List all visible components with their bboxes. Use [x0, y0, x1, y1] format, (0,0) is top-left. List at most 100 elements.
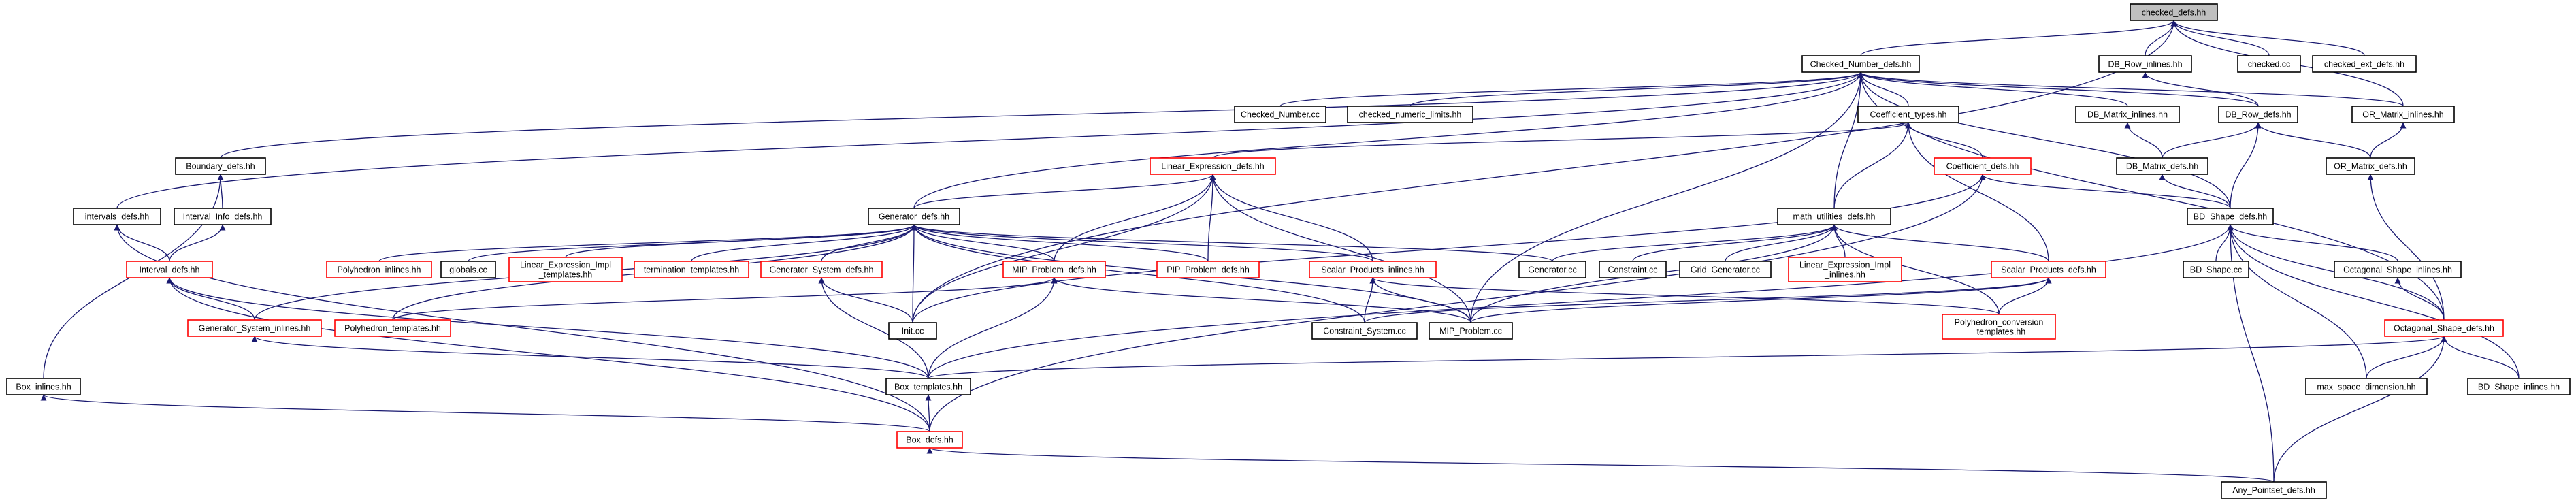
node-bd-shape-defs-hh[interactable]: BD_Shape_defs.hh: [2187, 208, 2274, 225]
node-coefficient-types-hh[interactable]: Coefficient_types.hh: [1857, 106, 1959, 123]
node-math-utilities-defs-hh[interactable]: math_utilities_defs.hh: [1777, 208, 1891, 225]
node-or-matrix-defs-hh[interactable]: OR_Matrix_defs.hh: [2326, 157, 2415, 175]
edge-interval_defs_hh-to-intervals_defs_hh: [114, 224, 170, 262]
edge-checked_cc-to-checked_defs_hh: [2170, 20, 2270, 56]
node-generator-cc[interactable]: Generator.cc: [1518, 261, 1586, 278]
node-box: [2075, 106, 2180, 123]
edge-box_defs_hh-to-coefficient_defs_hh: [929, 174, 1986, 432]
node-coefficient-defs-hh[interactable]: Coefficient_defs.hh: [1934, 157, 2032, 175]
node-bd-shape-cc[interactable]: BD_Shape.cc: [2183, 261, 2249, 278]
node-box: [2130, 3, 2218, 21]
node-scalar-products-inlines-hh[interactable]: Scalar_Products_inlines.hh: [1309, 261, 1437, 278]
node-box: [2187, 208, 2274, 225]
node-constraint-system-cc[interactable]: Constraint_System.cc: [1311, 322, 1418, 340]
node-label: Checked_Number_defs.hh: [1810, 60, 1912, 69]
node-octagonal-shape-inlines-hh[interactable]: Octagonal_Shape_inlines.hh: [2334, 261, 2462, 278]
edge-interval_defs_hh-to-interval_info_defs_hh: [169, 224, 226, 262]
node-box: [896, 431, 963, 449]
node-pip-problem-defs-hh[interactable]: PIP_Problem_defs.hh: [1156, 261, 1260, 278]
edge-checked_ext_defs_hh-to-checked_defs_hh: [2170, 20, 2365, 56]
node-box: [1002, 261, 1106, 278]
node-checked-ext-defs-hh[interactable]: checked_ext_defs.hh: [2312, 55, 2417, 73]
node-db-matrix-inlines-hh[interactable]: DB_Matrix_inlines.hh: [2075, 106, 2180, 123]
edge-polyhedron_templates_hh-to-mip_problem_defs_hh: [392, 277, 1058, 321]
node-label: Box_defs.hh: [906, 436, 953, 445]
node-generator-system-defs-hh[interactable]: Generator_System_defs.hh: [760, 261, 883, 278]
node-box-templates-hh[interactable]: Box_templates.hh: [885, 378, 971, 395]
edge-scalar_products_inlines_hh-to-generator_defs_hh: [911, 224, 1373, 262]
node-init-cc[interactable]: Init.cc: [888, 322, 937, 340]
node-checked-number-cc[interactable]: Checked_Number.cc: [1234, 106, 1326, 123]
node-label: MIP_Problem_defs.hh: [1012, 265, 1096, 275]
node-db-matrix-defs-hh[interactable]: DB_Matrix_defs.hh: [2116, 157, 2208, 175]
node-label: DB_Row_defs.hh: [2225, 110, 2291, 120]
node-grid-generator-cc[interactable]: Grid_Generator.cc: [1679, 261, 1772, 278]
edge-db_matrix_defs_hh-to-db_matrix_inlines_hh: [2124, 122, 2163, 159]
edge-generator_defs_hh-to-checked_number_defs_hh: [913, 71, 1864, 209]
node-polyhedron-conversion-templates-hh[interactable]: Polyhedron_conversion_templates.hh: [1942, 314, 2056, 340]
node-interval-defs-hh[interactable]: Interval_defs.hh: [126, 261, 213, 278]
node-mip-problem-cc[interactable]: MIP_Problem.cc: [1429, 322, 1513, 340]
node-globals-cc[interactable]: globals.cc: [440, 261, 496, 278]
node-checked-numeric-limits-hh[interactable]: checked_numeric_limits.hh: [1347, 106, 1473, 123]
node-linear-expression-impl-inlines-hh[interactable]: Linear_Expression_Impl_inlines.hh: [1788, 257, 1902, 282]
node-label: Generator_System_defs.hh: [770, 265, 874, 275]
node-intervals-defs-hh[interactable]: intervals_defs.hh: [73, 208, 161, 225]
node-label: DB_Matrix_inlines.hh: [2087, 110, 2168, 120]
node-label: DB_Row_inlines.hh: [2108, 60, 2182, 69]
edge-or_matrix_defs_hh-to-db_row_defs_hh: [2255, 122, 2371, 159]
node-box: [1679, 261, 1772, 278]
edge-checked_number_cc-to-checked_number_defs_hh: [1279, 71, 1864, 107]
edge-math_utilities_defs_hh-to-checked_number_defs_hh: [1833, 71, 1864, 209]
node-label: _templates.hh: [538, 270, 593, 280]
node-box-defs-hh[interactable]: Box_defs.hh: [896, 431, 963, 449]
node-interval-info-defs-hh[interactable]: Interval_Info_defs.hh: [174, 208, 272, 225]
node-label: Box_templates.hh: [894, 383, 962, 392]
edge-box_templates_hh-to-interval_defs_hh: [166, 277, 929, 379]
edge-scalar_products_inlines_hh-to-linear_expression_defs_hh: [1209, 174, 1373, 262]
node-label: Coefficient_defs.hh: [1946, 162, 2019, 172]
node-linear-expression-defs-hh[interactable]: Linear_Expression_defs.hh: [1150, 157, 1276, 175]
node-any-pointset-defs-hh[interactable]: Any_Pointset_defs.hh: [2221, 481, 2327, 499]
node-label: OR_Matrix_defs.hh: [2334, 162, 2407, 172]
node-constraint-cc[interactable]: Constraint.cc: [1599, 261, 1667, 278]
node-checked-number-defs-hh[interactable]: Checked_Number_defs.hh: [1801, 55, 1920, 73]
edge-db_row_inlines_hh-to-checked_defs_hh: [2145, 20, 2177, 56]
edge-or_matrix_defs_hh-to-or_matrix_inlines_hh: [2370, 122, 2407, 159]
node-box: [1156, 261, 1260, 278]
edge-generator_cc-to-math_utilities_defs_hh: [1552, 224, 1838, 262]
node-polyhedron-templates-hh[interactable]: Polyhedron_templates.hh: [334, 319, 451, 337]
node-box-inlines-hh[interactable]: Box_inlines.hh: [6, 378, 81, 395]
node-box: [2218, 106, 2298, 123]
node-scalar-products-defs-hh[interactable]: Scalar_Products_defs.hh: [1991, 261, 2106, 278]
node-label: checked_ext_defs.hh: [2324, 60, 2404, 69]
node-boundary-defs-hh[interactable]: Boundary_defs.hh: [175, 157, 266, 175]
node-box: [1347, 106, 1473, 123]
edge-octagonal_shape_inlines_hh-to-bd_shape_defs_hh: [2227, 224, 2398, 262]
node-box: [174, 208, 272, 225]
node-generator-system-inlines-hh[interactable]: Generator_System_inlines.hh: [187, 319, 322, 337]
edge-db_row_defs_hh-to-checked_number_defs_hh: [1857, 71, 2259, 107]
node-label: Linear_Expression_Impl: [520, 261, 611, 270]
node-mip-problem-defs-hh[interactable]: MIP_Problem_defs.hh: [1002, 261, 1106, 278]
node-box: [2312, 55, 2417, 73]
node-octagonal-shape-defs-hh[interactable]: Octagonal_Shape_defs.hh: [2384, 319, 2504, 337]
node-db-row-defs-hh[interactable]: DB_Row_defs.hh: [2218, 106, 2298, 123]
node-box: [634, 261, 749, 278]
node-box: [888, 322, 937, 340]
node-label: Generator_System_inlines.hh: [199, 324, 311, 334]
node-bd-shape-inlines-hh[interactable]: BD_Shape_inlines.hh: [2467, 378, 2571, 395]
edge-intervals_defs_hh-to-checked_number_defs_hh: [116, 71, 1864, 209]
node-or-matrix-inlines-hh[interactable]: OR_Matrix_inlines.hh: [2351, 106, 2455, 123]
node-termination-templates-hh[interactable]: termination_templates.hh: [634, 261, 749, 278]
edge-grid_generator_cc-to-math_utilities_defs_hh: [1725, 224, 1838, 262]
node-linear-expression-impl-templates-hh[interactable]: Linear_Expression_Impl_templates.hh: [508, 257, 623, 282]
node-box: [175, 157, 266, 175]
node-label: Generator.cc: [1528, 265, 1577, 275]
node-checked-cc[interactable]: checked.cc: [2237, 55, 2301, 73]
edge-polyhedron_inlines_hh-to-generator_defs_hh: [378, 224, 917, 262]
node-polyhedron-inlines-hh[interactable]: Polyhedron_inlines.hh: [326, 261, 432, 278]
node-db-row-inlines-hh[interactable]: DB_Row_inlines.hh: [2098, 55, 2192, 73]
node-max-space-dimension-hh[interactable]: max_space_dimension.hh: [2305, 378, 2428, 395]
node-generator-defs-hh[interactable]: Generator_defs.hh: [868, 208, 960, 225]
